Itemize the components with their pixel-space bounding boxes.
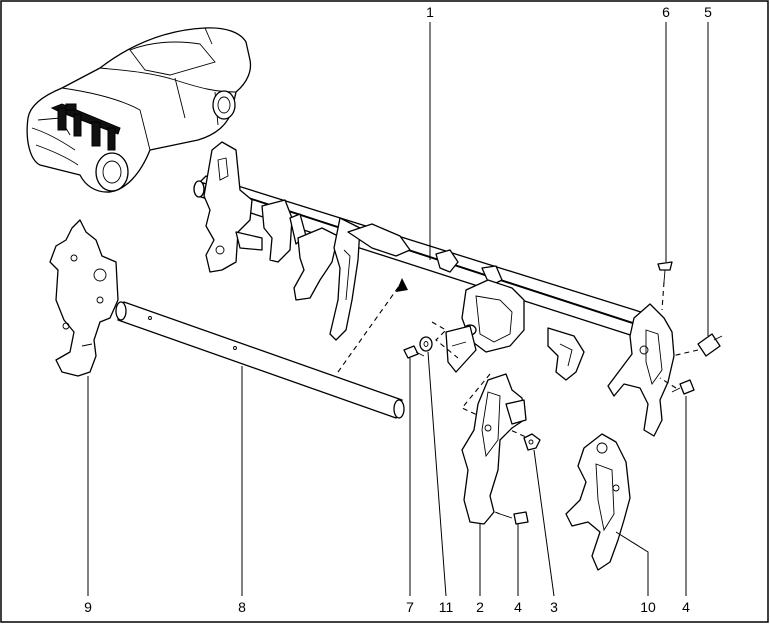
instrument-panel-cross-beam <box>193 141 675 437</box>
callout-1: 1 <box>426 4 434 20</box>
bolt-4-lower <box>499 511 529 525</box>
lower-bolt-alignment-line <box>489 509 501 515</box>
right-lower-bracket <box>565 433 631 571</box>
assembly-arrow-line <box>337 281 403 373</box>
clip-6 <box>657 261 673 283</box>
callout-labels: 1 6 5 9 8 7 11 2 4 3 10 4 <box>84 4 712 615</box>
callout-6: 6 <box>662 4 670 20</box>
nut-3 <box>523 433 541 451</box>
callout-7: 7 <box>406 599 414 615</box>
callout-2: 2 <box>476 599 484 615</box>
leader-lines <box>87 22 709 597</box>
callout-3: 3 <box>550 599 558 615</box>
callout-5: 5 <box>704 4 712 20</box>
callout-11: 11 <box>439 599 454 615</box>
clip-alignment-line <box>661 281 665 311</box>
center-support-bracket <box>461 373 527 525</box>
bolt-alignment-line <box>659 377 677 389</box>
stud-5 <box>697 333 723 357</box>
left-side-bracket <box>49 219 119 377</box>
stud-alignment-line <box>671 349 699 357</box>
washer-11 <box>419 336 433 352</box>
car-location-thumbnail <box>26 27 252 193</box>
reinforcement-tube <box>115 301 405 419</box>
callout-4-right: 4 <box>682 599 690 615</box>
bolt-4-right <box>671 379 695 395</box>
bolt-7 <box>403 345 425 359</box>
callout-10: 10 <box>640 599 656 615</box>
assembly-arrow-head <box>396 278 408 292</box>
callout-4-lower: 4 <box>514 599 522 615</box>
callout-8: 8 <box>238 599 246 615</box>
callout-9: 9 <box>84 599 92 615</box>
